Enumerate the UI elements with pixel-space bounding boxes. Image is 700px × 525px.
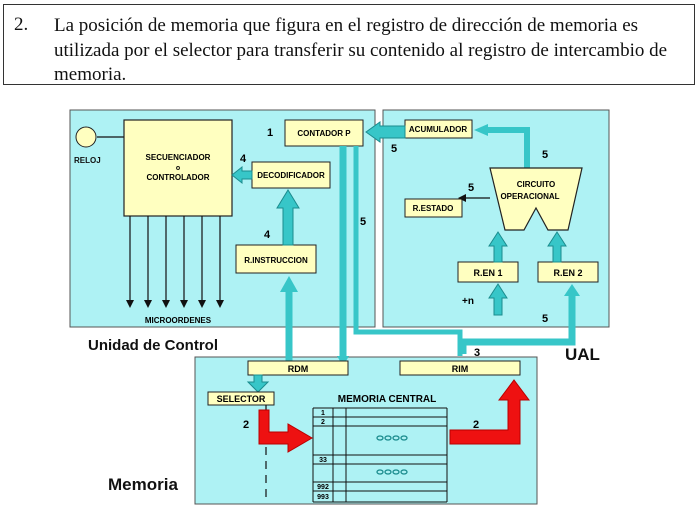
input-register-1-box [457,261,519,283]
ir-to-decoder-arrow [276,189,300,246]
step-5-bottom-label: 5 [542,313,548,325]
memory-ellipsis-dots [376,435,408,475]
status-register-label: R.ESTADO [413,204,454,213]
step-2-left-label: 2 [243,419,249,431]
step-4-up-label: 4 [264,229,271,241]
selector-box [207,391,275,406]
decoder-label: DECODIFICADOR [257,171,325,180]
control-unit-title: Unidad de Control [88,337,218,354]
alu-title: UAL [565,345,600,364]
input-register-2-label: R.EN 2 [553,268,582,278]
microorder-arrows [129,216,221,300]
caption-number: 2. [14,14,29,35]
r2-to-circuit-arrow [547,231,567,263]
step-5-bus-label: 5 [360,216,366,228]
decoder-to-sequencer-arrow [231,165,253,185]
memory-to-rim-red-arrow [449,379,530,445]
bus-to-rim-line [353,146,463,356]
step-2-right-label: 2 [473,419,479,431]
microorders-label: MICROORDENES [145,316,212,325]
input-register-1-label: R.EN 1 [473,268,502,278]
rim-box [399,360,521,376]
step-3-label: 3 [474,347,480,359]
caption-box: 2. La posición de memoria que figura en … [3,4,695,85]
step-4-left-label: 4 [240,153,247,165]
central-memory-title: MEMORIA CENTRAL [338,394,437,405]
circuit-label-1: CIRCUITO [517,180,556,189]
input-register-2-box [537,261,599,283]
selector-label: SELECTOR [217,394,266,404]
sequencer-label-1: SECUENCIADOR [146,153,211,162]
rim-to-ren2-line [459,296,576,354]
rdm-label: RDM [288,364,309,374]
rim-to-ren2-arrowhead [564,284,580,296]
operational-circuit-shape [489,167,583,231]
step-1-label: 1 [267,127,273,139]
clock-icon [75,126,97,148]
status-register-box [404,198,463,218]
accumulator-label: ACUMULADOR [409,125,467,134]
instruction-register-label: R.INSTRUCCION [244,256,308,265]
clock-label: RELOJ [74,156,101,165]
step-5-right-label: 5 [542,149,548,161]
caption-text: La posición de memoria que figura en el … [54,15,668,86]
address-993: 993 [317,494,329,501]
circuit-to-acc-line [488,127,530,168]
acc-to-pc-arrow [365,121,406,143]
microorder-arrowheads [126,300,224,308]
instruction-register-box [235,244,317,274]
rdm-box [247,360,349,376]
decoder-box [251,161,331,189]
r1-to-circuit-arrow [488,231,508,263]
selector-to-memory-red-arrow [258,409,313,453]
sequencer-label-2: o [176,165,180,172]
address-2: 2 [321,419,325,426]
rdm-to-ir-arrowhead [280,276,298,292]
central-memory-grid [312,407,448,503]
rim-label: RIM [452,364,469,374]
circuit-to-status-arrowhead [458,194,466,202]
program-counter-box [284,119,364,147]
sequencer-label-3: CONTROLADOR [146,173,209,182]
program-counter-label: CONTADOR P [297,129,351,138]
step-5-acc-label: 5 [391,143,397,155]
plus-n-label: +n [462,296,474,307]
plus-n-arrow [488,283,508,316]
address-992: 992 [317,484,329,491]
circuit-to-acc-arrowhead [474,124,488,136]
address-33: 33 [319,457,327,464]
circuit-label-2: OPERACIONAL [500,192,559,201]
memory-title: Memoria [108,475,178,494]
step-5-status-label: 5 [468,182,474,194]
rdm-to-selector-arrow [246,374,270,393]
sequencer-box [123,119,233,217]
address-1: 1 [321,410,325,417]
